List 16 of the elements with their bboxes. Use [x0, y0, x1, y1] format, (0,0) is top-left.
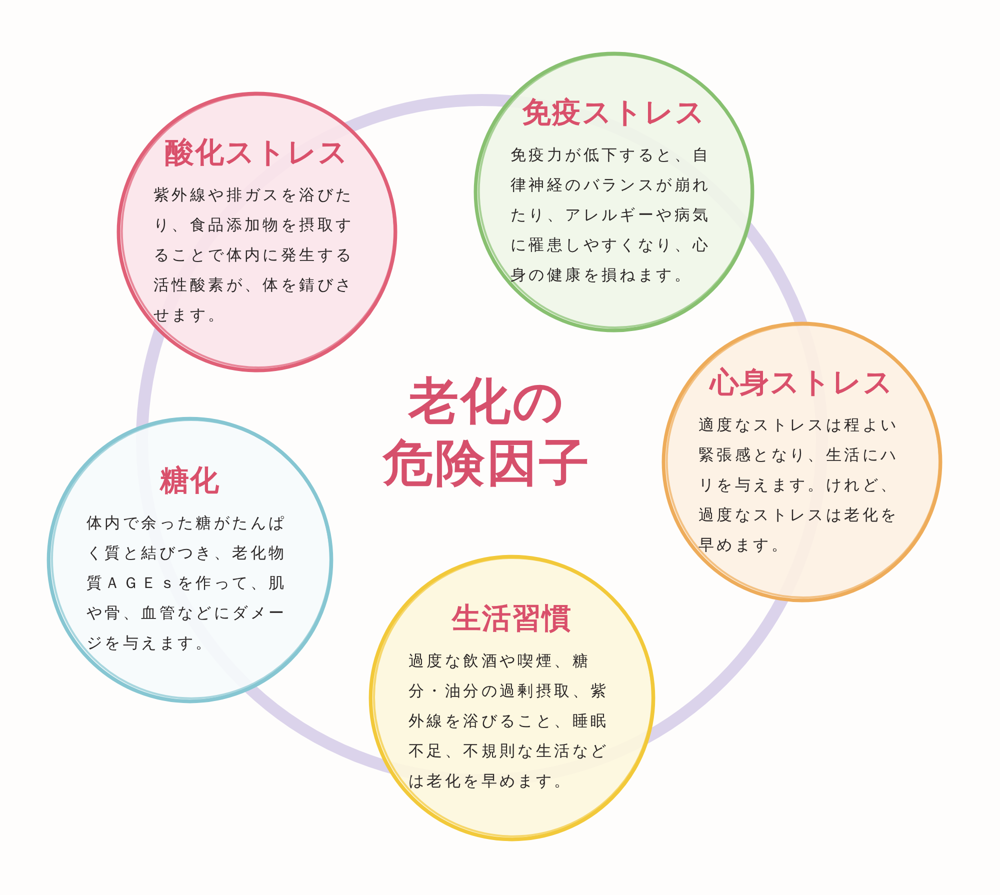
- circle-heading: 酸化ストレス: [165, 134, 349, 170]
- circle-heading: 心身ストレス: [710, 364, 894, 400]
- circle-heading: 生活習慣: [452, 600, 572, 636]
- circle-heading: 免疫ストレス: [522, 94, 706, 130]
- circle-description: 免疫力が低下すると、自律神経のバランスが崩れたり、アレルギーや病気に罹患しやすくなり、心身の健康を損ねます。: [510, 145, 712, 286]
- factor-circle: [472, 50, 756, 334]
- circle-description: 過度な飲酒や喫煙、糖分・油分の過剰摂取、紫外線を浴びること、睡眠不足、不規則な生活などは老化を早めます。: [408, 651, 610, 792]
- center-title: 老化の危険因子: [381, 371, 592, 494]
- circle-description: 体内で余った糖がたんぱく質と結びつき、老化物質ＡＧＥｓを作って、肌や骨、血管などにダメージを与えます。: [86, 513, 288, 654]
- circle-heading: 糖化: [160, 462, 220, 498]
- factor-circle: [660, 320, 944, 604]
- circle-description: 紫外線や排ガスを浴びたり、食品添加物を摂取することで体内に発生する活性酸素が、体を錆びさせます。: [154, 185, 355, 326]
- factor-circle: [367, 553, 657, 843]
- factor-circle: [45, 415, 335, 705]
- factor-circle: [115, 90, 399, 374]
- circle-description: 適度なストレスは程よい緊張感となり、生活にハリを与えます。けれど、過度なストレスは老化を早めます。: [698, 415, 900, 556]
